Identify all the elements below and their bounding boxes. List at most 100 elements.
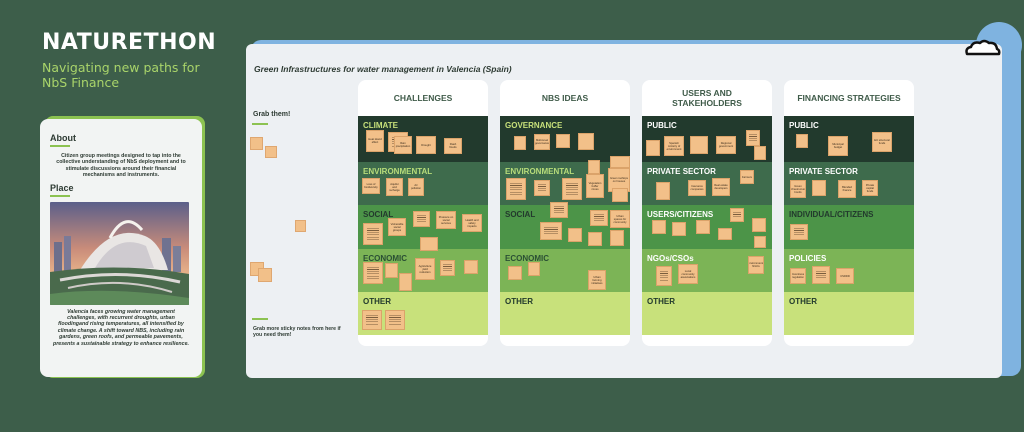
sticky-note[interactable] [550, 202, 568, 218]
sticky-note[interactable] [528, 262, 540, 276]
place-text: Valencia faces growing water management … [52, 308, 189, 347]
sticky-note[interactable] [812, 266, 830, 284]
sticky-note[interactable] [612, 188, 628, 202]
sticky-note[interactable] [718, 228, 732, 240]
sticky-note[interactable] [754, 146, 766, 160]
sticky-note[interactable] [656, 266, 672, 286]
sticky-note[interactable] [556, 134, 570, 148]
sticky-note[interactable]: Health and safety impacts [462, 214, 482, 232]
band-label: ENVIRONMENTAL [363, 167, 433, 176]
sticky-note[interactable]: Spanish ministry of environment [664, 136, 684, 156]
sticky-note[interactable] [588, 232, 602, 246]
sticky-note[interactable] [420, 237, 438, 251]
sticky-note[interactable]: Blended finance [838, 180, 856, 198]
sticky-note[interactable]: CSDDD [836, 268, 854, 284]
sticky-note[interactable]: Flash floods [444, 138, 462, 154]
band-label: ECONOMIC [505, 254, 549, 263]
sticky-note[interactable] [696, 220, 710, 234]
more-notes-label: Grab more sticky notes from here if you … [253, 326, 341, 339]
info-card: About Citizen group meetings designed to… [40, 119, 202, 377]
sticky-note[interactable] [610, 156, 630, 168]
sticky-note[interactable]: Urban farming initiatives [588, 270, 606, 290]
sticky-note[interactable] [568, 228, 582, 242]
sticky-note[interactable]: Vulnerable social groups [388, 218, 406, 236]
sticky-note[interactable] [812, 180, 826, 196]
sticky-note[interactable]: Drought [416, 136, 436, 154]
band-other[interactable]: OTHER [784, 292, 914, 335]
sticky-note[interactable]: Heat island effect [366, 130, 384, 152]
sticky-note[interactable] [385, 263, 398, 278]
sticky-note[interactable]: Municipal budget [828, 136, 848, 156]
about-heading: About [50, 133, 192, 147]
sticky-note[interactable]: Agriculture yield reduction [415, 258, 435, 280]
spare-sticky-note[interactable] [265, 146, 277, 158]
sticky-note[interactable] [464, 260, 478, 274]
sticky-note[interactable]: Environmental NGOs [748, 256, 764, 274]
more-divider [252, 318, 268, 320]
sticky-note[interactable] [652, 220, 666, 234]
sticky-note[interactable] [746, 130, 760, 146]
cloud-icon[interactable] [962, 38, 1002, 58]
sticky-note[interactable] [413, 211, 430, 227]
valencia-photo [50, 201, 189, 305]
sticky-note[interactable]: Pressure on social services [436, 211, 456, 229]
sticky-note[interactable] [730, 208, 744, 222]
sticky-note[interactable] [690, 136, 708, 154]
sticky-note[interactable]: Incentives regulation [790, 268, 806, 284]
spare-sticky-note[interactable] [250, 137, 263, 150]
sticky-note[interactable]: Urban spaces for community [610, 210, 630, 228]
sticky-note[interactable]: Aquifer and recharge [386, 178, 403, 196]
sticky-note[interactable] [508, 266, 522, 280]
sticky-note[interactable]: Loss of biodiversity [362, 178, 380, 194]
sticky-note[interactable] [656, 182, 670, 200]
sticky-note[interactable]: Local community associations [678, 264, 698, 284]
sticky-note[interactable] [506, 178, 526, 200]
sticky-note[interactable] [363, 262, 383, 284]
sticky-note[interactable] [562, 178, 582, 200]
sticky-note[interactable] [672, 222, 686, 236]
sticky-note[interactable] [610, 230, 624, 246]
grab-divider [252, 123, 268, 125]
sticky-note[interactable] [363, 223, 383, 245]
sticky-note[interactable] [752, 218, 766, 232]
sticky-note[interactable]: Real estate developers [712, 178, 730, 196]
sticky-note[interactable] [754, 236, 766, 248]
board-title: Green Infrastructures for water manageme… [254, 64, 512, 74]
column-users-stakeholders: USERS AND STAKEHOLDERS PUBLIC PRIVATE SE… [642, 80, 772, 346]
band-label: OTHER [505, 297, 533, 306]
band-other[interactable]: OTHER [642, 292, 772, 335]
sticky-note[interactable] [646, 140, 660, 156]
column-financing-strategies: FINANCING STRATEGIES PUBLIC PRIVATE SECT… [784, 80, 914, 346]
sticky-note[interactable] [540, 222, 562, 240]
sticky-note[interactable] [385, 310, 405, 330]
sticky-note[interactable]: Vegetation buffer zones [586, 174, 604, 198]
band-label: SOCIAL [363, 210, 394, 219]
sticky-note[interactable]: Private capital funds [862, 180, 878, 196]
sticky-note[interactable]: Farmers [740, 170, 754, 184]
band-other[interactable]: OTHER [500, 292, 630, 335]
sticky-note[interactable] [514, 136, 526, 150]
sticky-note[interactable] [534, 180, 550, 196]
sticky-note[interactable] [440, 260, 455, 276]
spare-sticky-note[interactable] [258, 268, 272, 282]
sticky-note[interactable] [590, 210, 608, 226]
band-label: USERS/CITIZENS [647, 210, 714, 219]
grab-label: Grab them! [253, 111, 291, 118]
sticky-note[interactable]: Green infrastructure bonds [790, 180, 806, 198]
sticky-note[interactable]: Multi-level governance [534, 134, 550, 150]
spare-sticky-note[interactable] [295, 220, 306, 232]
sticky-note[interactable]: Rain precipitation [394, 136, 412, 154]
sticky-note[interactable]: Air pollution [408, 178, 424, 196]
sticky-note[interactable] [362, 310, 382, 330]
sticky-note[interactable] [588, 160, 600, 174]
sticky-note[interactable]: EU structural funds [872, 132, 892, 152]
sticky-note[interactable] [790, 224, 808, 240]
sticky-note[interactable] [399, 273, 412, 291]
sticky-note[interactable]: Regional government [716, 136, 736, 154]
sticky-note[interactable]: Insurance companies [688, 180, 706, 196]
column-challenges: CHALLENGES CLIMATE ENVIRONMENTAL SOCIAL … [358, 80, 488, 346]
column-title: NBS IDEAS [541, 93, 589, 103]
place-heading: Place [50, 183, 192, 197]
sticky-note[interactable] [578, 133, 594, 150]
sticky-note[interactable] [796, 134, 808, 148]
